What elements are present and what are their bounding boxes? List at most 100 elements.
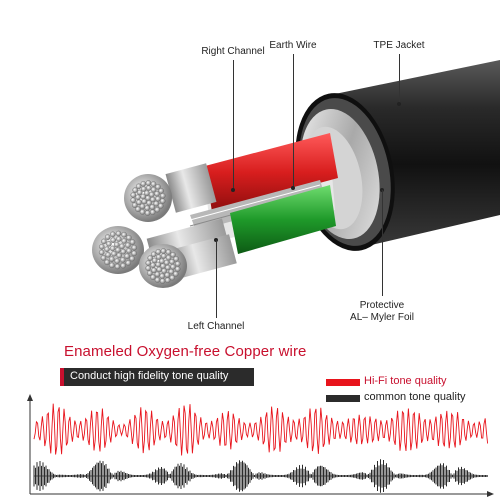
earth-wire-dot: [291, 186, 295, 190]
strand: [115, 230, 122, 237]
strand: [125, 260, 132, 266]
hifi-waveform: [33, 403, 489, 456]
strand: [170, 263, 176, 270]
left-channel-label: Left Channel: [187, 321, 245, 332]
legend-swatch-common: [326, 395, 360, 402]
strand: [104, 234, 111, 240]
foil-label-line1: Protective: [359, 300, 405, 311]
strand: [126, 247, 132, 254]
strand: [165, 254, 172, 261]
tpe-jacket-dot: [397, 102, 401, 106]
strand: [150, 181, 157, 187]
cable-illustration: [92, 60, 500, 288]
strand: [114, 263, 121, 270]
subline: Conduct high fidelity tone quality: [70, 370, 229, 382]
left-channel-leader: [216, 240, 217, 318]
strand: [116, 236, 122, 242]
strand: [165, 249, 172, 255]
strand: [135, 194, 141, 200]
strand: [105, 251, 111, 258]
strand: [151, 257, 158, 264]
strand: [172, 271, 179, 277]
waveform-graphic: [27, 394, 494, 497]
strand: [155, 183, 161, 190]
strand: [120, 248, 127, 255]
strand: [149, 209, 156, 215]
strand: [131, 250, 137, 257]
strand: [110, 231, 116, 238]
tpe-jacket-label: TPE Jacket: [373, 40, 425, 51]
strand: [140, 186, 147, 192]
strand: [119, 243, 125, 250]
strand: [146, 270, 153, 276]
foil-label: Protective AL– Myler Foil: [350, 300, 414, 324]
strand: [149, 204, 156, 210]
strand: [160, 248, 167, 254]
strand: [150, 186, 157, 193]
strand: [129, 239, 136, 245]
tpe-jacket-leader: [399, 54, 400, 104]
headline: Enameled Oxygen-free Copper wire: [64, 343, 307, 360]
strand: [116, 252, 122, 259]
earth-wire-leader: [293, 54, 294, 188]
strand: [174, 260, 181, 267]
legend-label-hifi: Hi-Fi tone quality: [364, 375, 447, 387]
strand: [135, 183, 142, 190]
strand: [98, 249, 105, 256]
strand: [164, 277, 171, 284]
strand: [159, 278, 166, 284]
strand: [145, 180, 152, 186]
right-channel-label: Right Channel: [201, 46, 265, 57]
strand: [139, 203, 146, 210]
x-axis-arrow: [487, 491, 494, 497]
strand: [115, 247, 121, 253]
strand: [124, 253, 130, 260]
strand: [164, 272, 171, 278]
strand: [109, 245, 116, 252]
strand: [147, 255, 153, 261]
strand: [114, 241, 120, 248]
strand: [140, 180, 147, 187]
foil-leader: [382, 190, 383, 296]
strand: [120, 257, 126, 263]
strand: [130, 197, 136, 203]
legend-swatch-hifi: [326, 379, 360, 386]
common-waveform: [33, 459, 488, 493]
strand: [129, 255, 135, 262]
legend-label-common: common tone quality: [364, 391, 466, 403]
strand: [100, 255, 107, 261]
strand: [150, 274, 156, 281]
strand: [155, 248, 162, 255]
strand: [159, 273, 165, 279]
strand: [156, 266, 163, 273]
right-channel-dot: [231, 188, 235, 192]
strand: [121, 231, 127, 238]
strand: [169, 274, 176, 281]
strand: [136, 189, 143, 196]
conductor-strands: [98, 180, 181, 284]
strand: [131, 244, 138, 251]
strand: [130, 192, 137, 198]
strand: [155, 195, 161, 202]
strand: [125, 242, 131, 248]
strand: [163, 259, 170, 266]
strand: [110, 237, 116, 243]
strand: [150, 262, 156, 269]
strand: [158, 188, 164, 194]
strand: [144, 205, 150, 211]
strand: [131, 202, 138, 208]
strand: [154, 277, 161, 283]
strand: [109, 262, 115, 269]
strand: [144, 210, 151, 216]
strand: [99, 243, 105, 250]
strand: [145, 185, 152, 191]
strand: [141, 198, 148, 205]
strand: [174, 266, 181, 272]
strand: [109, 256, 115, 262]
strand: [148, 191, 155, 198]
strand: [145, 260, 152, 266]
earth-wire-label: Earth Wire: [269, 40, 317, 51]
strand: [139, 209, 146, 215]
strand: [135, 206, 141, 212]
